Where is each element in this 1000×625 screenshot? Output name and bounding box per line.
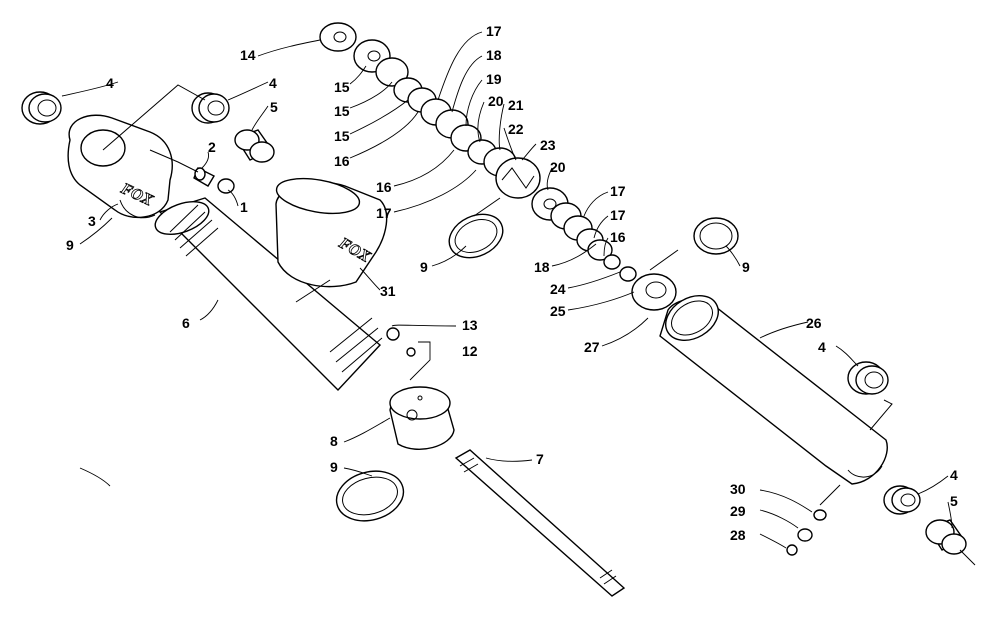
bushing-part-4-left (21, 91, 62, 125)
callout-18: 18 (486, 47, 502, 63)
callout-4: 4 (269, 75, 277, 91)
plug-part-30 (813, 509, 827, 521)
callout-5: 5 (270, 99, 278, 115)
callout-4: 4 (106, 75, 114, 91)
callout-15: 15 (334, 128, 350, 144)
body-cap-part-3: FOX (67, 114, 173, 219)
callout-16: 17 (610, 207, 626, 223)
callout-17: 17 (486, 23, 502, 39)
callout-16: 17 (376, 205, 392, 221)
callout-2: 2 (208, 139, 216, 155)
callout-31: 31 (380, 283, 396, 299)
callout-14: 15 (334, 103, 350, 119)
callout-labels: 4 4 5 2 1 3 9 6 14 15 15 15 16 17 18 19 … (66, 23, 958, 543)
callout-8: 8 (330, 433, 338, 449)
callout-20: 20 (550, 159, 566, 175)
callout-29: 29 (730, 503, 746, 519)
callout-1: 1 (240, 199, 248, 215)
callout-9: 9 (742, 259, 750, 275)
callout-11: 13 (462, 317, 478, 333)
callout-9: 9 (66, 237, 74, 253)
callout-6: 6 (182, 315, 190, 331)
callout-30: 30 (730, 481, 746, 497)
callout-15: 16 (610, 229, 626, 245)
callout-24: 24 (550, 281, 566, 297)
reservoir-body-part-26 (659, 295, 888, 485)
callout-7: 7 (536, 451, 544, 467)
valve-cap-part-1 (217, 178, 235, 194)
shim-part-14 (375, 57, 409, 87)
callout-22: 22 (508, 121, 524, 137)
callout-4: 4 (950, 467, 958, 483)
air-can-part-31: FOX (275, 177, 388, 288)
callout-12: 14 (240, 47, 256, 63)
callout-23: 23 (540, 137, 556, 153)
air-valve-part-2 (193, 167, 215, 187)
callout-16: 16 (334, 153, 350, 169)
callout-27: 27 (584, 339, 600, 355)
callout-28: 28 (730, 527, 746, 543)
wear-ring-part-9-middle (448, 213, 504, 259)
callout-15: 16 (376, 179, 392, 195)
ball-part-28 (786, 544, 798, 556)
shaft-part-7 (454, 449, 626, 597)
washer-part-12 (319, 22, 357, 52)
main-tube-part-6 (154, 197, 383, 392)
shim-stack-lower (531, 187, 637, 282)
callout-21: 21 (508, 97, 524, 113)
callout-19: 19 (486, 71, 502, 87)
callout-13: 15 (334, 79, 350, 95)
ball-part-11 (386, 327, 400, 341)
ball-part-10 (406, 347, 416, 357)
callout-4: 4 (818, 339, 826, 355)
screw-part-29 (797, 528, 813, 542)
callout-25: 25 (550, 303, 566, 319)
callout-18: 18 (534, 259, 550, 275)
callout-17: 17 (610, 183, 626, 199)
shim-stack (319, 22, 541, 199)
sleeve-part-5-upper (234, 129, 275, 163)
bushing-part-4-upper (191, 92, 230, 124)
leader-lines (61, 31, 953, 549)
callout-26: 26 (806, 315, 822, 331)
callout-9: 9 (330, 459, 338, 475)
piston-part-8 (389, 386, 455, 450)
callout-10: 12 (462, 343, 478, 359)
callout-20: 20 (488, 93, 504, 109)
callout-5: 5 (950, 493, 958, 509)
nut-part-24 (619, 266, 637, 282)
callout-9: 9 (420, 259, 428, 275)
seal-head-part-25 (631, 273, 677, 311)
piston-part-23 (495, 157, 541, 199)
callout-3: 3 (88, 213, 96, 229)
